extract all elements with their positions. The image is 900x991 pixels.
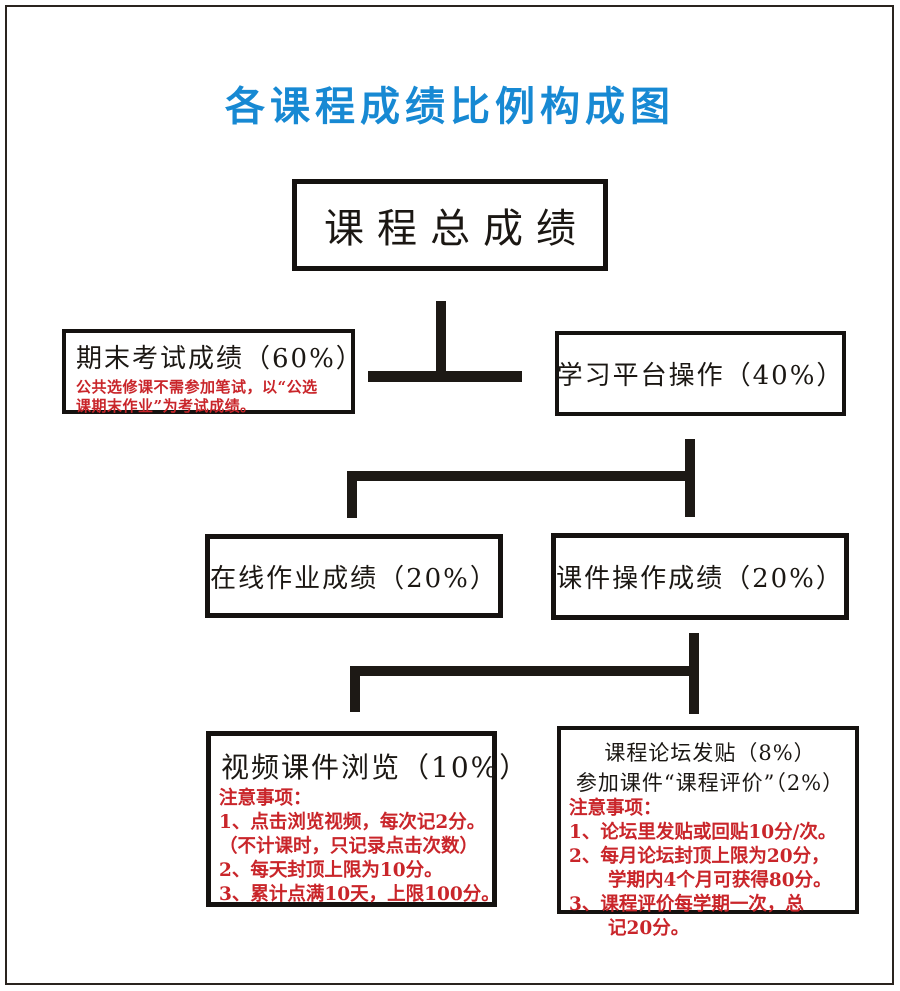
connector-platform-horizontal-bar [347,471,695,481]
node-forum-posting-notes: 注意事项： 1、论坛里发贴或回贴10分/次。 2、每月论坛封顶上限为20分， 学… [569,797,851,941]
connector-courseware-left-stub [350,666,360,712]
node-forum-posting: 课程论坛发贴（8%） 参加课件“课程评价”（2%） 注意事项： 1、论坛里发贴或… [557,726,859,939]
node-final-exam-note: 公共选修课不需参加笔试，以“公选 课期末作业”为考试成绩。 [76,378,345,415]
node-course-total-score: 课程总成绩 [292,179,608,271]
connector-total-vertical [436,301,446,382]
node-course-total-score-label: 课程总成绩 [324,206,589,252]
note-title: 注意事项： [219,788,312,809]
node-video-browsing: 视频课件浏览（10%） 注意事项： 1、点击浏览视频，每次记2分。 （不计课时，… [206,731,530,907]
note-line: 1、点击浏览视频，每次记2分。 [219,812,486,834]
note-line: 公共选修课不需参加笔试，以“公选 [76,378,318,396]
node-learning-platform-label: 学习平台操作（40%） [556,361,845,391]
note-line: 课期末作业”为考试成绩。 [76,396,256,415]
note-line: 学期内4个月可获得80分。 [608,870,832,892]
node-final-exam: 期末考试成绩（60%） 公共选修课不需参加笔试，以“公选 课期末作业”为考试成绩… [62,329,364,415]
node-forum-posting-label-2: 参加课件“课程评价”（2%） [575,771,845,795]
node-online-homework: 在线作业成绩（20%） [205,534,503,618]
node-final-exam-label: 期末考试成绩（60%） [76,344,364,374]
connector-total-horizontal-bar [368,371,522,382]
note-line: （不计课时，只记录点击次数） [219,836,479,858]
note-title: 注意事项： [569,798,662,819]
note-line: 3、课程评价每学期一次，总 [569,894,804,916]
node-video-browsing-notes: 注意事项： 1、点击浏览视频，每次记2分。 （不计课时，只记录点击次数） 2、每… [219,787,500,907]
node-courseware-operation: 课件操作成绩（20%） [551,533,849,620]
page-title: 各课程成绩比例构成图 [225,85,675,129]
node-courseware-operation-label: 课件操作成绩（20%） [556,564,844,594]
node-forum-posting-label-1: 课程论坛发贴（8%） [604,741,816,765]
note-line: 记20分。 [608,918,690,940]
note-line: 2、每月论坛封顶上限为20分， [569,846,830,868]
node-learning-platform: 学习平台操作（40%） [555,331,846,416]
node-video-browsing-label: 视频课件浏览（10%） [221,751,530,784]
connector-platform-left-stub [347,471,357,518]
note-line: 3、累计点满10天，上限100分。 [219,884,500,906]
connector-courseware-horizontal-bar [350,666,699,676]
node-online-homework-label: 在线作业成绩（20%） [210,563,498,594]
note-line: 2、每天封顶上限为10分。 [219,860,443,882]
note-line: 1、论坛里发贴或回贴10分/次。 [569,822,837,844]
